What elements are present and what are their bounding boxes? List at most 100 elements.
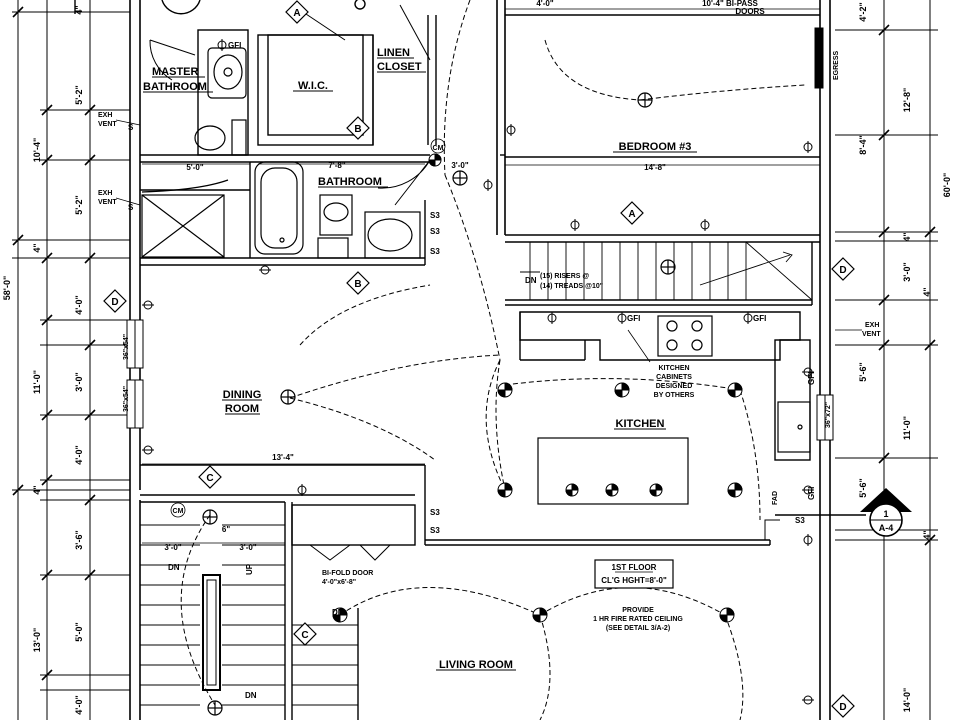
room-master-bath-line1: MASTER (152, 66, 199, 78)
dim-stair-6: 6" (222, 525, 230, 534)
dim-right-5-6b: 5'-6" (858, 478, 868, 497)
note-kitchen-cabinets-3: DESIGNED (656, 383, 693, 390)
room-kitchen: KITCHEN (616, 418, 665, 430)
ceiling-light-fixtures (202, 92, 676, 716)
detail-callout: 1 A-4 (775, 488, 912, 537)
notes: (15) RISERS @ (14) TREADS @10" KITCHEN C… (98, 50, 881, 632)
gfi-label-1: GFI (228, 41, 241, 50)
note-exh-vent-2b: VENT (98, 199, 117, 206)
stair-treads-lower (140, 524, 358, 706)
floor-info-box: 1ST FLOOR CL'G HGHT=8'-0" (594, 559, 674, 589)
note-exh-vent-3a: EXH (865, 322, 879, 329)
room-labels: MASTER BATHROOM W.I.C. LINEN CLOSET BATH… (143, 47, 691, 671)
note-exh-vent-1b: VENT (98, 121, 117, 128)
floor-label-1: 1ST FLOOR (612, 563, 657, 572)
gfi-label-4: GFI (807, 372, 816, 385)
right-dimension-labels: 4'-2" 12'-8" 8'-4" 60'-0" 4" 3'-0" 4" 5'… (858, 2, 952, 712)
section-c-tag-1: C (206, 473, 213, 484)
svg-text:S: S (128, 203, 134, 212)
dim-right-12-8: 12'-8" (902, 88, 912, 112)
stair-treads-upper (520, 241, 813, 301)
dim-right-14-0: 14'-0" (902, 688, 912, 712)
stair-dn-2: DN (168, 563, 180, 572)
note-window-3: 36"x72" (825, 402, 832, 428)
room-linen-line1: LINEN (377, 47, 410, 59)
dim-stair-3-0b: 3'-0" (239, 543, 256, 552)
room-linen-line2: CLOSET (377, 61, 422, 73)
gfi-label-3: GFI (753, 314, 766, 323)
dim-right-4a: 4" (902, 232, 912, 241)
svg-text:S3: S3 (430, 227, 440, 236)
room-living: LIVING ROOM (439, 659, 513, 671)
dim-right-4-2: 4'-2" (858, 2, 868, 21)
kitchen-fixtures (537, 315, 811, 505)
section-marker-labels: A B B A C C D D D (111, 8, 846, 713)
room-bedroom-3: BEDROOM #3 (619, 141, 692, 153)
dim-bath-7-8: 7'-8" (328, 161, 345, 170)
svg-text:S3: S3 (430, 247, 440, 256)
floor-label-2: CL'G HGHT=8'-0" (601, 576, 667, 585)
dim-left-total: 58'-0" (2, 276, 12, 300)
dim-right-4b: 4" (922, 287, 932, 296)
svg-text:S3: S3 (430, 526, 440, 535)
dim-bedroom-width: 14'-8" (644, 163, 666, 172)
interior-dim-lines (142, 8, 820, 544)
room-dining-line2: ROOM (225, 403, 259, 415)
note-egress: EGRESS (833, 50, 840, 80)
stair-dn-1: DN (525, 276, 537, 285)
gfi-label-5: GFI (807, 487, 816, 500)
room-dining-line1: DINING (223, 389, 262, 401)
interior-walls (140, 14, 820, 720)
recessed-lights (332, 153, 743, 623)
note-risers: (15) RISERS @ (540, 273, 589, 280)
dim-right-4c: 4" (922, 530, 932, 539)
note-exh-vent-3b: VENT (862, 331, 881, 338)
stair-center-rail (202, 574, 221, 691)
dim-left-4-top: 4" (74, 5, 84, 14)
dim-right-5-6: 5'-6" (858, 362, 868, 381)
stair-dn-3: DN (245, 691, 257, 700)
note-exh-vent-2a: EXH (98, 190, 112, 197)
stair-up-1: UP (245, 563, 254, 575)
gfi-labels: GFI GFI GFI GFI GFI (228, 41, 816, 500)
note-treads: (14) TREADS @10" (540, 283, 603, 290)
room-wic: W.I.C. (298, 80, 328, 92)
note-fire-3: (SEE DETAIL 3/A-2) (606, 625, 670, 632)
dim-left-11-0: 11'-0" (32, 370, 42, 394)
section-b-tag-1: B (354, 124, 361, 135)
dim-left-4b: 4" (32, 485, 42, 494)
section-d-tag-2: D (839, 265, 846, 276)
dim-3-0: 3'-0" (451, 161, 468, 170)
bath-fixtures (141, 47, 421, 259)
note-cm-2: CM (173, 508, 184, 515)
note-window-1: 36"x54" (123, 334, 130, 360)
dim-left-5-2b: 5'-2" (74, 195, 84, 214)
dim-right-3-0: 3'-0" (902, 262, 912, 281)
note-kitchen-cabinets-4: BY OTHERS (654, 392, 695, 399)
dim-dining-13-4: 13'-4" (272, 453, 294, 462)
dim-left-13-0: 13'-0" (32, 628, 42, 652)
note-bifold-1: BI-FOLD DOOR (322, 570, 373, 577)
note-window-2: 36"x54" (123, 386, 130, 412)
svg-text:S3: S3 (795, 516, 805, 525)
note-fad: FAD (772, 491, 779, 505)
stair-dn-4: DN (332, 608, 344, 617)
dim-left-5-0: 5'-0" (74, 622, 84, 641)
stair-direction-labels: DN DN UP DN DN (168, 276, 537, 700)
dim-left-4-0b: 4'-0" (74, 445, 84, 464)
dim-left-4a: 4" (32, 243, 42, 252)
right-dimension-lines (835, 0, 938, 720)
note-kitchen-cabinets-2: CABINETS (656, 374, 692, 381)
dim-bath-5-0: 5'-0" (186, 163, 203, 172)
left-dimension-ticks (12, 6, 96, 681)
windows (126, 27, 834, 441)
dim-top-10-4: 10'-4" BI-PASS (702, 0, 758, 8)
svg-text:S: S (128, 123, 134, 132)
section-d-tag-3: D (839, 702, 846, 713)
dim-right-8-4: 8'-4" (858, 135, 868, 154)
note-bifold-2: 4'-0"x6'-8" (322, 579, 356, 586)
section-a-tag-1: A (293, 8, 300, 19)
note-fire-1: PROVIDE (622, 607, 654, 614)
